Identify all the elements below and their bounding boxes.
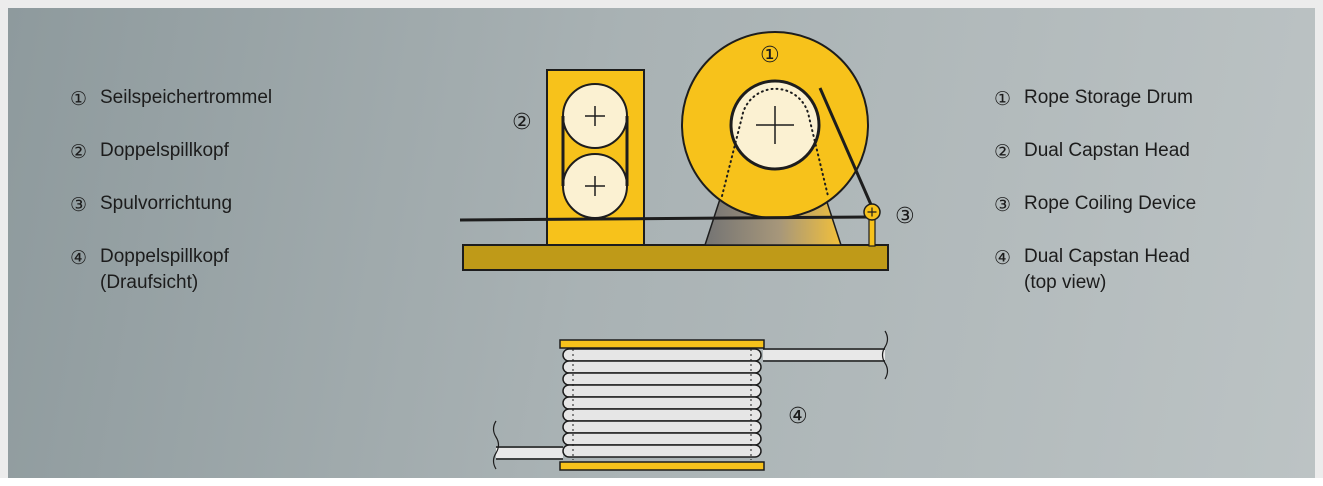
top-view-flange-top — [559, 339, 765, 349]
legend-number: ② — [70, 142, 88, 163]
break-mark-lower — [492, 420, 500, 470]
top-view-rope-windings — [562, 348, 762, 458]
legend-number: ① — [70, 89, 88, 110]
capstan-rope-loop — [561, 116, 629, 186]
legend-label: Dual Capstan Head (top view) — [1024, 246, 1190, 293]
legend-item: ④ Dual Capstan Head (top view) — [994, 246, 1196, 300]
legend-label: Doppelspillkopf — [100, 140, 229, 161]
legend-label: Doppelspillkopf (Draufsicht) — [100, 246, 229, 293]
legend-label: Dual Capstan Head — [1024, 140, 1190, 161]
top-view-rope-upper — [763, 348, 885, 362]
legend-item: ① Seilspeichertrommel — [70, 87, 273, 141]
legend-item: ③ Rope Coiling Device — [994, 193, 1197, 247]
legend-label: Seilspeichertrommel — [100, 87, 273, 108]
top-view-rope-lower — [496, 446, 563, 460]
break-mark-upper — [881, 330, 889, 380]
legend-item: ④ Doppelspillkopf (Draufsicht) — [70, 246, 272, 300]
top-view-hidden-edges — [572, 349, 752, 460]
legend-item: ③ Spulvorrichtung — [70, 193, 272, 247]
legend-number: ④ — [994, 248, 1012, 269]
top-view-flange-bottom — [559, 461, 765, 471]
legend-label: Rope Storage Drum — [1024, 87, 1193, 108]
callout-1: ① — [760, 43, 780, 68]
callout-2: ② — [512, 110, 532, 135]
legend-number: ④ — [70, 248, 88, 269]
legend-item: ② Doppelspillkopf — [70, 140, 272, 194]
legend-label: Spulvorrichtung — [100, 193, 233, 214]
legend-number: ① — [994, 89, 1012, 110]
legend-item: ① Rope Storage Drum — [994, 87, 1196, 141]
capstan-wheel-bottom-cross-icon — [585, 176, 605, 196]
legend-number: ③ — [70, 195, 88, 216]
winch-diagram: ① ② ③ ④ — [459, 31, 915, 471]
legend-number: ③ — [994, 195, 1012, 216]
callout-3: ③ — [895, 204, 915, 229]
rope-line — [459, 215, 870, 222]
capstan-top-view — [492, 330, 889, 471]
rope-dotted-path — [721, 87, 829, 197]
drum-hub-cross-icon — [756, 106, 794, 144]
capstan-wheel-top-cross-icon — [585, 106, 605, 126]
spooling-device-cross-icon — [867, 207, 877, 217]
base-plate — [462, 244, 889, 271]
legend-item: ② Dual Capstan Head — [994, 140, 1196, 194]
legend-label: Rope Coiling Device — [1024, 193, 1197, 214]
callout-4: ④ — [788, 404, 808, 429]
rope-to-coiler — [818, 87, 874, 208]
legend-number: ② — [994, 142, 1012, 163]
